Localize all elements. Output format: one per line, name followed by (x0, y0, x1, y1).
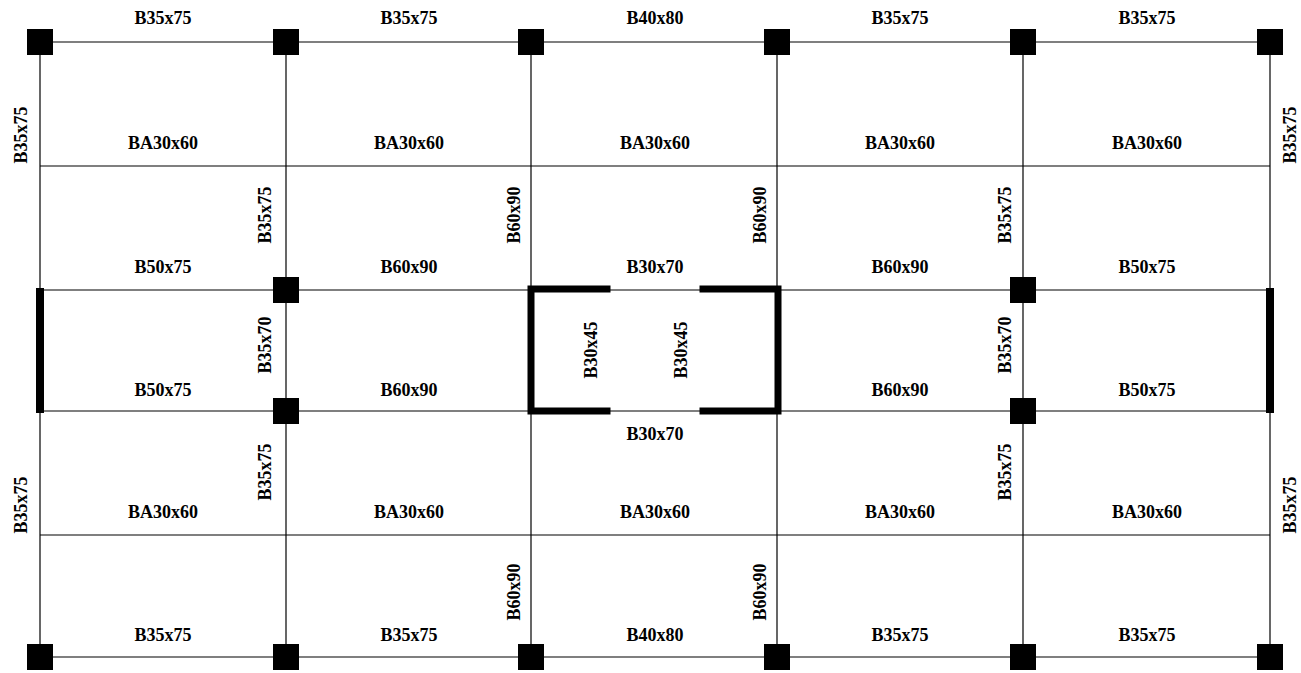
beam-label: BA30x60 (372, 502, 446, 522)
beam-label: B30x45 (671, 319, 691, 380)
beam-label: BA30x60 (372, 133, 446, 153)
beam-label: B30x45 (581, 319, 601, 380)
beam-label: B35x75 (995, 441, 1015, 502)
beam-label: B60x90 (869, 380, 930, 400)
beam-label: B35x75 (132, 625, 193, 645)
beam-label: B40x80 (624, 625, 685, 645)
beam-label: B35x70 (255, 314, 275, 375)
beam-label: B35x75 (1116, 625, 1177, 645)
beam-label: BA30x60 (618, 133, 692, 153)
beam-label: B35x75 (255, 184, 275, 245)
beam-label: B35x75 (10, 104, 30, 165)
beam-label: B35x75 (869, 8, 930, 28)
beam-label: B35x75 (378, 8, 439, 28)
beam-label: BA30x60 (1110, 502, 1184, 522)
beam-label: B50x75 (132, 380, 193, 400)
beam-label: B50x75 (1116, 257, 1177, 277)
beam-label: BA30x60 (618, 502, 692, 522)
beam-label: B35x75 (10, 474, 30, 535)
beam-label: B35x75 (255, 441, 275, 502)
beam-label: B35x75 (1280, 104, 1300, 165)
beam-label: BA30x60 (863, 502, 937, 522)
beam-label: B60x90 (750, 561, 770, 622)
beam-label: B50x75 (1116, 380, 1177, 400)
core-walls (531, 289, 778, 411)
beam-label: B30x70 (624, 424, 685, 444)
beam-label: B35x75 (132, 8, 193, 28)
beam-label: B60x90 (504, 561, 524, 622)
beam-label: B35x75 (1116, 8, 1177, 28)
grid-lines (40, 42, 1270, 657)
beam-label: B60x90 (750, 184, 770, 245)
beam-label: B40x80 (624, 8, 685, 28)
shear-walls (36, 288, 1274, 413)
beam-label: B60x90 (504, 184, 524, 245)
beam-label: B50x75 (132, 257, 193, 277)
beam-label: B60x90 (378, 380, 439, 400)
columns (27, 29, 1283, 670)
beam-label: BA30x60 (126, 133, 200, 153)
beam-label: B35x75 (995, 184, 1015, 245)
beam-label: B60x90 (378, 257, 439, 277)
beam-label: BA30x60 (863, 133, 937, 153)
beam-label: B35x75 (378, 625, 439, 645)
beam-label: B30x70 (624, 257, 685, 277)
beam-label: B35x70 (995, 314, 1015, 375)
beam-label: B35x75 (869, 625, 930, 645)
beam-label: BA30x60 (126, 502, 200, 522)
beam-label: B60x90 (869, 257, 930, 277)
beam-label: BA30x60 (1110, 133, 1184, 153)
beam-label: B35x75 (1280, 474, 1300, 535)
